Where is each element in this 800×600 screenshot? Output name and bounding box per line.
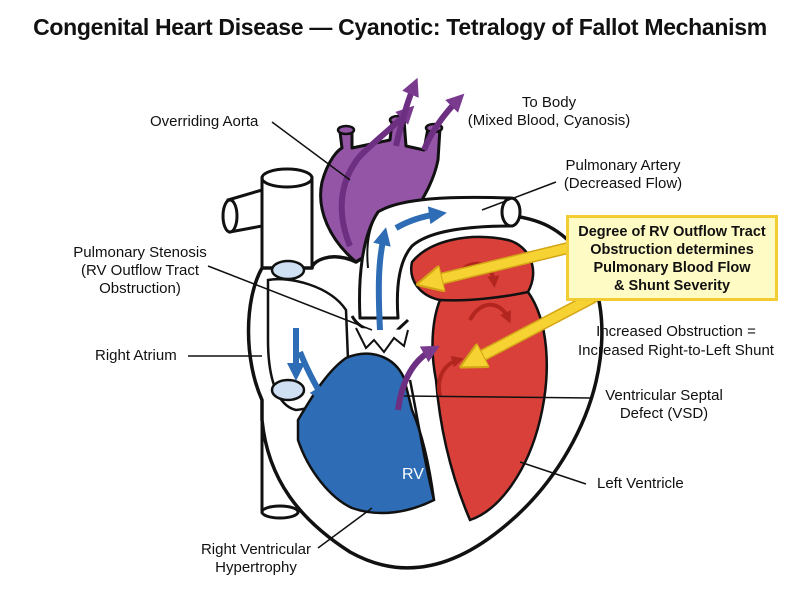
pulmonary-stenosis-label: Pulmonary Stenosis (RV Outflow Tract Obs… — [56, 244, 224, 298]
pulmonary-stenosis-line-3: Obstruction) — [99, 280, 181, 297]
shunt-note: Increased Obstruction = Increased Right-… — [566, 322, 786, 360]
rvh-line-1: Right Ventricular — [200, 541, 312, 558]
rvh-line-2: Hypertrophy — [215, 559, 297, 576]
ra-to-rv-arrow — [297, 350, 327, 404]
pulmonary-stenosis-line-2: (RV Outflow Tract — [80, 262, 200, 279]
pulmonary-stenosis-line-1: Pulmonary Stenosis — [73, 244, 207, 261]
to-body-line-1: To Body — [521, 94, 577, 111]
lv-flow-arrow — [468, 302, 512, 324]
aorta-flow-arrow — [338, 105, 415, 248]
to-body-line-2: (Mixed Blood, Cyanosis) — [467, 112, 631, 129]
shunt-note-line-1: Increased Obstruction = — [596, 323, 756, 340]
pa-flow-arrow — [394, 206, 447, 231]
left-ventricle-label: Left Ventricle — [597, 475, 684, 492]
superior-vena-cava — [221, 167, 314, 270]
callout-line-1: Degree of RV Outflow Tract — [578, 224, 766, 240]
vsd-label: Ventricular Septal Defect (VSD) — [594, 387, 734, 423]
vsd-line-1: Ventricular Septal — [605, 387, 723, 404]
callout-line-2: Obstruction determines — [590, 242, 754, 258]
rvh-label: Right Ventricular Hypertrophy — [186, 541, 326, 577]
vsd-shunt-arrow — [395, 345, 440, 411]
aorta-branch-arrow-2 — [421, 93, 465, 152]
rv-to-pa-arrow — [373, 227, 391, 331]
interventricular-septum — [408, 379, 436, 501]
aorta-branch-arrow-1 — [393, 77, 419, 147]
overriding-aorta-label: Overriding Aorta — [150, 113, 259, 130]
diagram-title: Congenital Heart Disease — Cyanotic: Tet… — [33, 14, 767, 40]
pulmonary-artery-label: Pulmonary Artery (Decreased Flow) — [548, 157, 698, 193]
obstruction-callout-box: Degree of RV Outflow Tract Obstruction d… — [566, 215, 778, 301]
callout-line-4: & Shunt Severity — [613, 278, 731, 294]
right-atrium-label: Right Atrium — [95, 347, 177, 364]
callout-line-3: Pulmonary Blood Flow — [593, 260, 751, 276]
shunt-note-line-2: Increased Right-to-Left Shunt — [578, 342, 774, 359]
lv-outflow-arrow — [437, 355, 464, 397]
leader-lines — [188, 121, 593, 549]
rv-label: RV — [402, 466, 424, 483]
pulmonary-artery-line-1: Pulmonary Artery — [565, 157, 681, 174]
vsd-line-2: Defect (VSD) — [619, 405, 709, 422]
pulmonary-artery-line-2: (Decreased Flow) — [563, 175, 683, 192]
to-body-label: To Body (Mixed Blood, Cyanosis) — [454, 94, 644, 130]
